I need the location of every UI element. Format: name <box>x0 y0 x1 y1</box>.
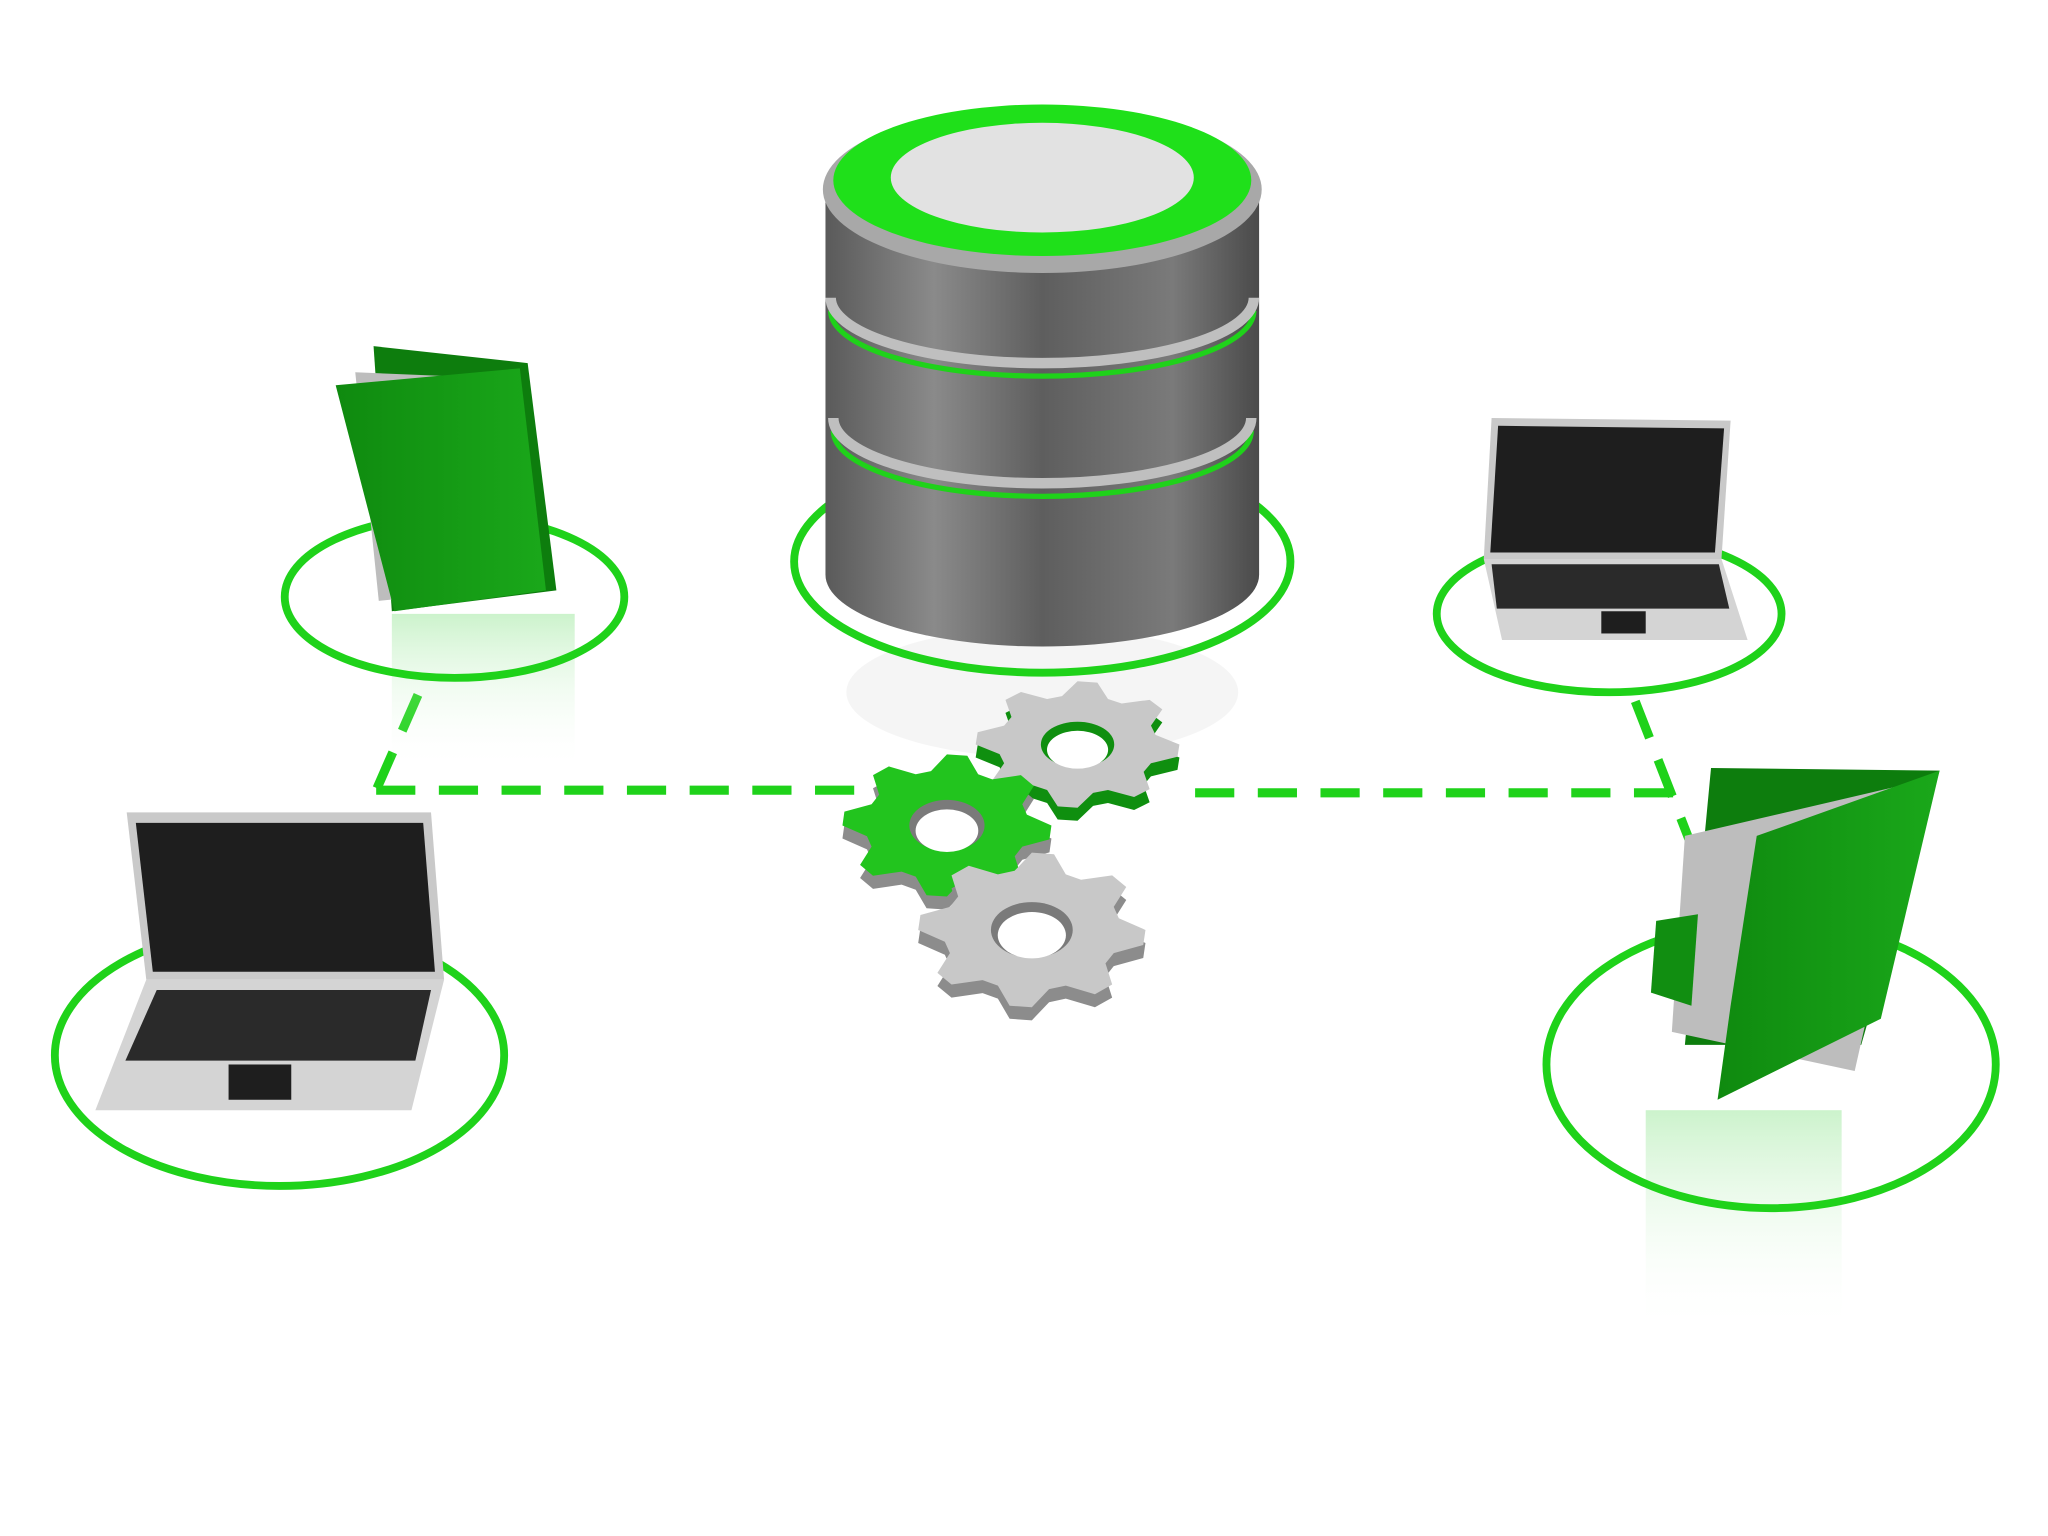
laptop-icon <box>50 812 509 1190</box>
database-icon <box>790 104 1295 758</box>
folder-icon <box>1542 768 2000 1333</box>
gears <box>842 681 1180 1021</box>
gear-part <box>997 912 1066 959</box>
gear-part <box>1046 730 1109 769</box>
connector-right-diagonal <box>1631 699 1700 858</box>
gear-icon <box>918 852 1146 1021</box>
folder-icon <box>280 346 629 771</box>
laptop-icon <box>1432 417 1786 697</box>
gear-part <box>915 809 979 853</box>
